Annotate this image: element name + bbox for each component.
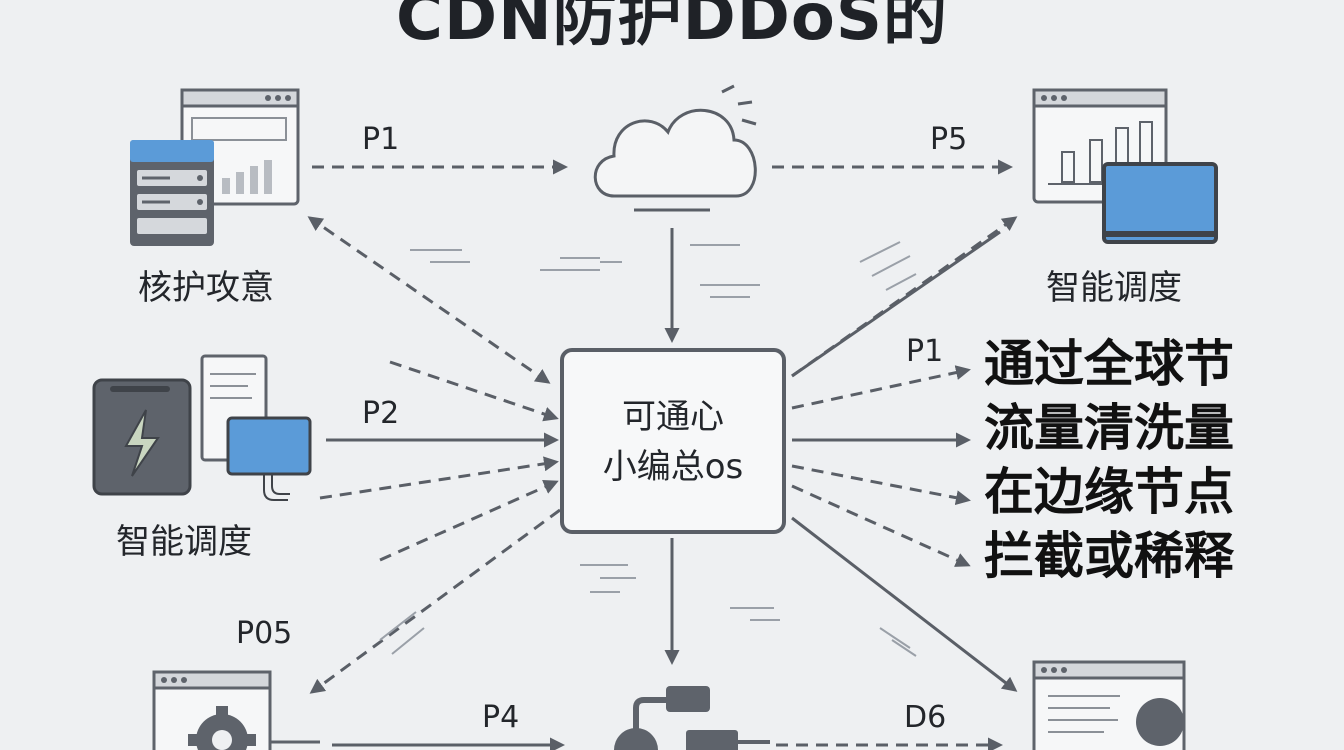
arrow-right-3 <box>791 464 971 506</box>
edge-label-p4: P4 <box>482 700 520 735</box>
center-node <box>560 348 786 534</box>
arrow-center-topleft <box>307 216 551 384</box>
page-title: CDN防护DDoS的 <box>396 0 948 55</box>
connectors <box>307 159 1018 750</box>
edge-label-d6: D6 <box>904 700 947 735</box>
center-node-line-2: 小编总os <box>602 447 744 487</box>
node-caption-top-left: 核护攻意 <box>138 268 274 308</box>
center-node-text: 可通心 小编总os <box>562 392 784 492</box>
arrow-center-bottomright <box>791 516 1018 692</box>
server-dashboard-icon <box>130 88 300 246</box>
arrow-left-dash-1 <box>389 360 559 422</box>
edge-label-p5: P5 <box>930 122 968 157</box>
edge-label-p2: P2 <box>362 396 400 431</box>
arrow-right-1 <box>791 365 971 410</box>
side-text-line-4: 拦截或稀释 <box>984 527 1234 585</box>
arrow-left-dash-3 <box>379 480 559 562</box>
side-text-line-1: 通过全球节 <box>984 335 1234 393</box>
arrow-center-topright-solid <box>791 230 1001 378</box>
edge-label-p05: P05 <box>236 616 293 651</box>
node-caption-middle-left: 智能调度 <box>116 522 252 562</box>
arrow-center-bottomleft <box>309 508 561 694</box>
network-device-icon <box>614 686 770 750</box>
motion-strokes <box>379 241 917 657</box>
arrow-left-dash-2 <box>319 456 559 500</box>
side-text-line-2: 流量清洗量 <box>984 399 1234 457</box>
edge-label-p1-right: P1 <box>906 334 944 369</box>
settings-window-icon <box>152 670 320 750</box>
cloud-icon <box>593 84 757 212</box>
side-text-line-3: 在边缘节点 <box>984 463 1234 521</box>
arrow-right-4 <box>791 484 971 567</box>
analytics-dashboard-icon <box>1032 88 1218 244</box>
edge-label-p1-top: P1 <box>362 122 400 157</box>
node-caption-top-right: 智能调度 <box>1046 268 1182 308</box>
power-device-icon <box>92 354 312 501</box>
report-window-icon <box>1032 660 1186 750</box>
side-description: 通过全球节 流量清洗量 在边缘节点 拦截或稀释 <box>984 332 1234 588</box>
center-node-line-1: 可通心 <box>622 397 724 437</box>
